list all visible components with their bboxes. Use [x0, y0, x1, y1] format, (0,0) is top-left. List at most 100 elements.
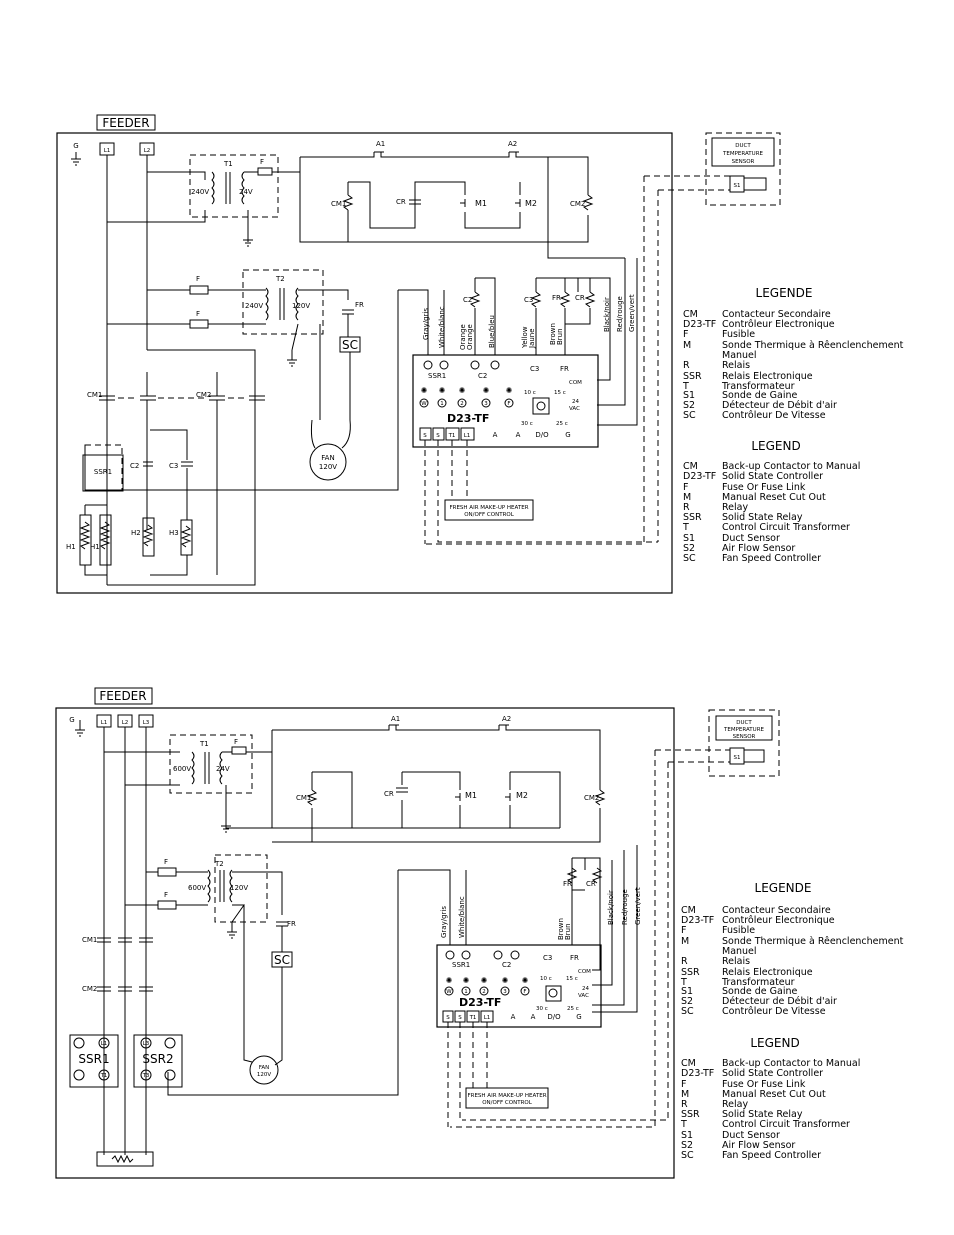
- led-star-icon: ✺: [522, 976, 529, 985]
- cr-coil-label: CR: [575, 294, 585, 302]
- t2-label: T2: [275, 275, 285, 283]
- fr-coil-icon: [566, 867, 578, 884]
- c3-terminal-label: C3: [543, 954, 552, 962]
- cr-label: CR: [396, 198, 406, 206]
- fuse-2: [157, 900, 177, 910]
- wire-gray: Gray/gris: [440, 906, 448, 938]
- ssr2-block: [133, 1034, 183, 1088]
- ground-icon: [243, 228, 253, 247]
- svg-text:R: R: [683, 502, 690, 513]
- heater-h1b-label: H1: [90, 543, 100, 551]
- svg-text:SC: SC: [681, 1006, 694, 1017]
- wire-white: White/blanc: [458, 896, 466, 938]
- vac-label: VAC: [578, 993, 589, 999]
- svg-text:Transformateur: Transformateur: [721, 381, 795, 392]
- ground-label: G: [73, 142, 78, 150]
- fresh-air-box: [444, 499, 534, 521]
- minus-terminal-icon: [490, 360, 500, 370]
- led-star-icon: ✺: [446, 976, 453, 985]
- fuse-2-label: F: [164, 891, 168, 899]
- cr-coil-icon: [591, 867, 603, 884]
- svg-text:Relais Electronique: Relais Electronique: [722, 967, 813, 978]
- led-f-label: F: [507, 401, 510, 407]
- led-star-icon: ✺: [439, 386, 446, 395]
- led-star-icon: ✺: [502, 976, 509, 985]
- fresh-air-label: FRESH AIR MAKE-UP HEATER: [467, 1093, 546, 1099]
- setpoint-knob: [545, 985, 562, 1002]
- led-row: ✺ ✺ ✺ ✺ ✺ W 1 2 3 F: [419, 386, 514, 408]
- s1-label: S1: [734, 755, 741, 761]
- terminal-s2: S: [458, 1015, 462, 1021]
- led-2-label: 2: [482, 989, 486, 995]
- switch-a1-icon: [370, 151, 385, 158]
- svg-text:S1: S1: [683, 533, 695, 544]
- svg-text:CM: CM: [683, 309, 698, 320]
- wire-brun: Brun: [556, 328, 564, 345]
- led-1-label: 1: [464, 989, 468, 995]
- c3-label: C3: [524, 296, 533, 304]
- led-w-label: W: [446, 989, 452, 995]
- svg-text:D23-TF: D23-TF: [681, 915, 714, 926]
- switch-a2-icon: [495, 724, 510, 731]
- wire-red: Red/rouge: [616, 296, 624, 332]
- minus-terminal-icon: [461, 950, 471, 960]
- wire-gray: Gray/gris: [422, 308, 430, 340]
- svg-text:Relais: Relais: [722, 360, 750, 371]
- legend-title: LEGEND: [750, 1036, 799, 1050]
- ground-icon: [227, 922, 237, 939]
- terminal-l3-label: L3: [143, 720, 150, 726]
- fan-motor: [249, 1055, 279, 1085]
- svg-text:Air Flow Sensor: Air Flow Sensor: [722, 1140, 795, 1151]
- fuse-1: [189, 285, 209, 295]
- svg-text:Control Circuit Transformer: Control Circuit Transformer: [722, 1119, 850, 1130]
- wire-orange-fr: Orange: [466, 324, 474, 350]
- cm1-contactor-label: CM1: [87, 391, 102, 399]
- cm1-label: CM1: [331, 200, 346, 208]
- fuse-1-label: F: [164, 858, 168, 866]
- svg-text:Fusible: Fusible: [722, 329, 755, 340]
- knob-dial-icon: [536, 401, 546, 411]
- cm1-label: CM1: [296, 794, 311, 802]
- knob-15c: 15 c: [554, 390, 566, 396]
- svg-text:CM: CM: [681, 905, 696, 916]
- feeder-label: FEEDER: [102, 116, 149, 130]
- ssr1-label: SSR1: [78, 1052, 109, 1066]
- plus-terminal-icon: [164, 1037, 176, 1049]
- terminal-a1: A: [511, 1013, 516, 1021]
- ssr1-t1: T1: [100, 1073, 108, 1079]
- knob-30c: 30 c: [521, 421, 533, 427]
- switch-a1-icon: [385, 724, 400, 731]
- t1-fuse-label: F: [234, 738, 238, 746]
- temperature-label: TEMPERATURE: [722, 151, 764, 157]
- fresh-air-control-label: ON/OFF CONTROL: [464, 512, 514, 518]
- sensor-label: SENSOR: [732, 159, 755, 165]
- feeder-box: [96, 114, 156, 131]
- transformer-t1-box: [169, 734, 253, 794]
- t1-fuse-label: F: [260, 158, 264, 166]
- c2-terminal-label: C2: [502, 961, 511, 969]
- svg-text:D23-TF: D23-TF: [681, 1068, 714, 1079]
- capacitor-icon: [143, 461, 193, 467]
- c2-coil-icon: [469, 291, 481, 308]
- transformer-t1-box: [189, 154, 279, 218]
- m2-icon: [515, 199, 521, 207]
- svg-text:SC: SC: [683, 553, 696, 564]
- svg-text:Manual Reset Cut Out: Manual Reset Cut Out: [722, 492, 826, 503]
- svg-text:R: R: [681, 956, 688, 967]
- plus-terminal-icon: [493, 950, 503, 960]
- plus-terminal-icon: [470, 360, 480, 370]
- controller-name: D23-TF: [447, 412, 489, 425]
- wire-blue: Blue/bleu: [488, 315, 496, 348]
- t2-label: T2: [214, 860, 224, 868]
- svg-text:T: T: [682, 381, 689, 392]
- c2-cap-label: C2: [130, 462, 139, 470]
- knob-25c: 25 c: [567, 1006, 579, 1012]
- ssr2-l3: L3: [143, 1041, 150, 1047]
- fr-contact-icon: [342, 309, 354, 337]
- minus-terminal-icon: [73, 1037, 85, 1049]
- svg-text:Solid State Controller: Solid State Controller: [722, 1068, 823, 1079]
